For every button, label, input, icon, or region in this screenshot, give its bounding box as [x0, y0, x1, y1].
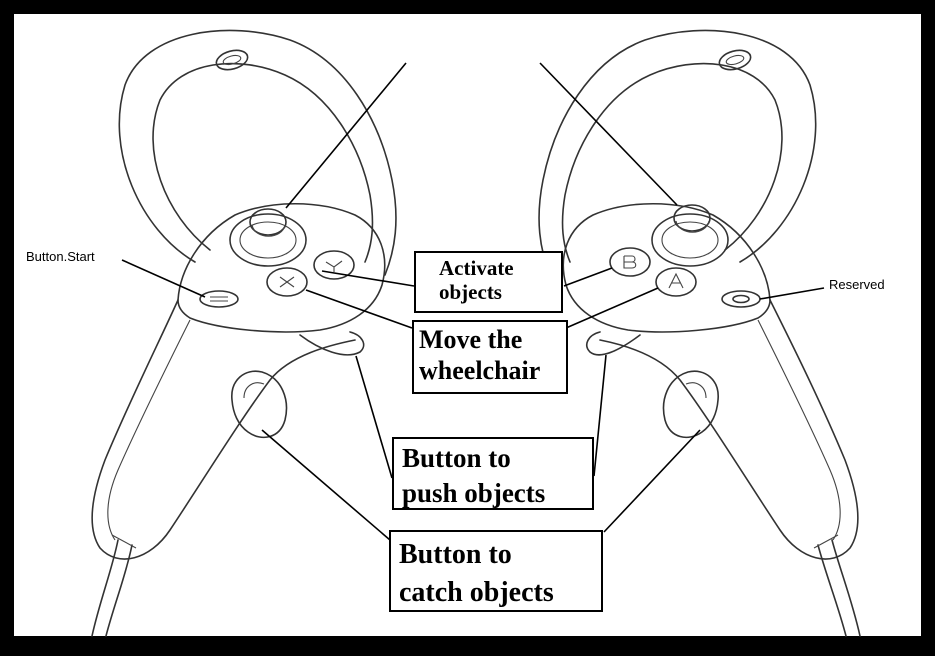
left-ring-slot-icon [215, 49, 249, 71]
right-cable [831, 539, 861, 637]
leader-right-thumbstick [539, 62, 678, 206]
right-a-button-icon [655, 267, 697, 297]
left-tracking-ring [118, 29, 397, 276]
left-thumbstick-icon [249, 208, 287, 236]
left-x-button-icon [266, 267, 308, 297]
left-handle [91, 299, 356, 560]
right-face-plate [562, 202, 771, 333]
left-tracking-ring-inner [152, 62, 374, 263]
leader-catch-right [603, 429, 701, 533]
right-grip-button-icon [662, 370, 719, 439]
right-ring-slot-icon [718, 49, 752, 71]
right-handle [599, 299, 859, 560]
leader-move-left [305, 289, 413, 329]
leader-push-left [355, 355, 393, 479]
label-activate-objects: Activate objects [414, 251, 563, 313]
leader-push-right [593, 354, 607, 477]
label-reserved: Reserved [829, 277, 885, 292]
left-cable [91, 539, 119, 637]
label-move-wheelchair: Move the wheelchair [412, 320, 568, 394]
leader-move-right [565, 287, 659, 329]
right-thumbstick-icon [673, 204, 711, 232]
left-controller [91, 29, 397, 637]
leader-reserved [759, 287, 825, 300]
right-trigger [586, 331, 641, 356]
leader-catch-left [261, 429, 391, 541]
label-push-objects: Button to push objects [392, 437, 594, 510]
right-tracking-ring-inner [561, 62, 783, 263]
leader-lines [121, 62, 825, 541]
right-controller [538, 29, 861, 637]
left-menu-button-icon [199, 290, 239, 308]
right-thumbstick-base [651, 213, 729, 267]
leader-button-start [121, 259, 206, 298]
leader-activate-left [321, 270, 415, 287]
leader-activate-right [563, 267, 613, 287]
right-tracking-ring [538, 29, 817, 276]
right-b-button-icon [609, 247, 651, 277]
label-button-start: Button.Start [26, 249, 95, 264]
leader-left-thumbstick [285, 62, 407, 209]
left-grip-button-icon [231, 370, 288, 439]
left-trigger [299, 331, 365, 356]
left-y-button-icon [313, 250, 355, 280]
left-thumbstick-base [229, 213, 307, 267]
label-catch-objects: Button to catch objects [389, 530, 603, 612]
